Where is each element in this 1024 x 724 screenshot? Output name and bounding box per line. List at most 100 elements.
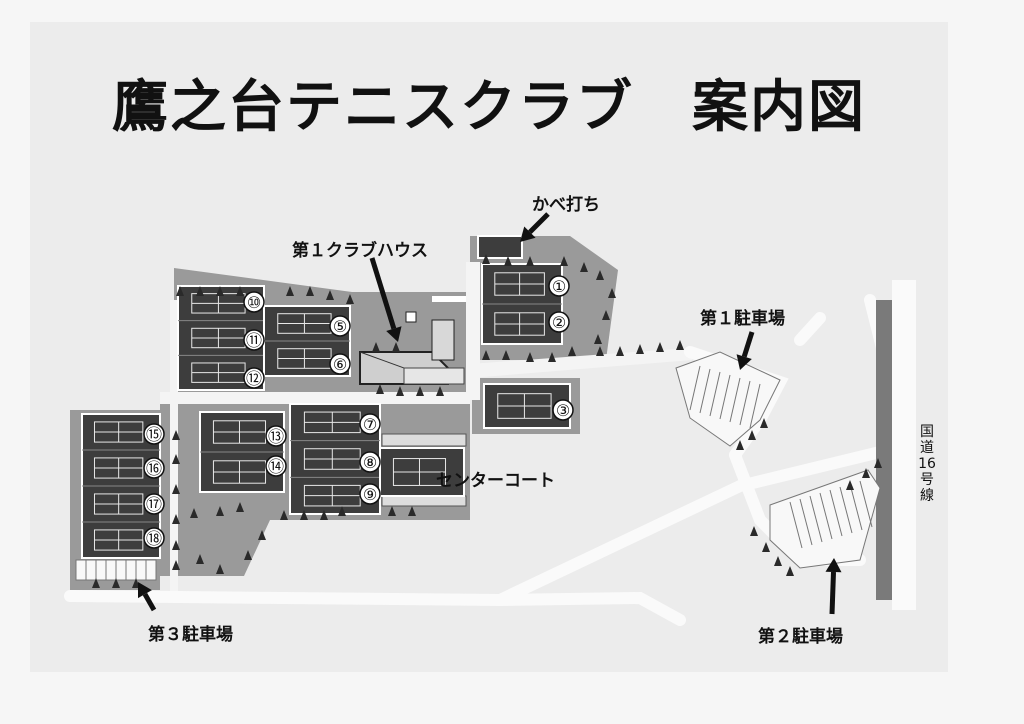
- tree-13: [580, 262, 588, 272]
- tree-48: [388, 506, 396, 516]
- court-badge-18-number: ⑱: [146, 529, 162, 548]
- court-badge-9-circle: [359, 483, 381, 505]
- court-badge-5-number: ⑤: [333, 317, 347, 336]
- court-badge-11-circle: [243, 329, 265, 351]
- parking-1-stall-5: [729, 377, 741, 423]
- court-badge-8-circle: [359, 451, 381, 473]
- buildings: [359, 235, 523, 507]
- parking-2-stall-4: [819, 492, 833, 540]
- road-1: [64, 446, 886, 607]
- parking-2-arrow: [825, 558, 842, 615]
- court-badge-16: ⑯: [143, 457, 165, 479]
- tree-46: [320, 510, 328, 520]
- tree-50: [190, 508, 198, 518]
- parking-2-stall-1: [789, 501, 803, 549]
- parking-lot-1: [675, 351, 781, 447]
- tree-36: [172, 484, 180, 494]
- court-badge-3-circle: [552, 399, 574, 421]
- court-badge-14: ⑭: [265, 455, 287, 477]
- tree-19: [596, 346, 604, 356]
- court-badge-16-circle: [143, 457, 165, 479]
- tree-41: [216, 564, 224, 574]
- court-badge-10: ⑩: [243, 291, 265, 313]
- pointer-arrows: [138, 212, 842, 615]
- tree-51: [216, 506, 224, 516]
- tree-6: [306, 286, 314, 296]
- parking-lot-2: [769, 469, 881, 569]
- tree-56: [750, 526, 758, 536]
- tree-10: [504, 256, 512, 266]
- parking-1-stall-2: [699, 368, 711, 414]
- tree-11: [526, 256, 534, 266]
- parking-3-arrow: [138, 582, 157, 612]
- court-badge-3: ③: [552, 399, 574, 421]
- parking-2-stall-2: [799, 498, 813, 546]
- tree-16: [602, 310, 610, 320]
- court-badge-2: ②: [548, 311, 570, 333]
- tree-57: [762, 542, 770, 552]
- parking-2-stall-8: [859, 480, 873, 528]
- parking-2-arrow-head: [825, 558, 842, 573]
- court-badge-1: ①: [548, 275, 570, 297]
- tree-45: [300, 510, 308, 520]
- tree-9: [482, 254, 490, 264]
- court-badge-8-number: ⑧: [363, 453, 377, 472]
- court-badge-14-number: ⑭: [268, 457, 284, 476]
- tree-31: [396, 386, 404, 396]
- parking-3-label: 第３駐車場: [148, 625, 233, 645]
- court-badge-14-circle: [265, 455, 287, 477]
- tree-17: [594, 334, 602, 344]
- tree-60: [736, 440, 744, 450]
- tree-58: [774, 556, 782, 566]
- parking-1-stall-7: [749, 383, 761, 429]
- parking-2-stall-6: [839, 486, 853, 534]
- tree-14: [596, 270, 604, 280]
- road-4: [494, 591, 686, 626]
- court-badge-5-circle: [329, 315, 351, 337]
- tree-25: [502, 350, 510, 360]
- court-badge-17-circle: [143, 493, 165, 515]
- tree-44: [280, 510, 288, 520]
- court-badge-18-circle: [143, 527, 165, 549]
- parking-1-arrow: [736, 331, 755, 370]
- tree-1: [176, 286, 184, 296]
- tree-65: [874, 458, 882, 468]
- parking-1-arrow-head: [736, 354, 752, 370]
- tree-12: [560, 256, 568, 266]
- footpath-4: [470, 348, 692, 378]
- court-badge-2-circle: [548, 311, 570, 333]
- tree-52: [236, 502, 244, 512]
- tree-2: [196, 286, 204, 296]
- parking-3-arrow-shaft: [142, 592, 157, 612]
- courts-13-14: [199, 411, 285, 493]
- tree-24: [482, 350, 490, 360]
- parking-2-stall-3: [809, 495, 823, 543]
- tree-20: [616, 346, 624, 356]
- trees: [92, 254, 882, 588]
- tree-35: [172, 454, 180, 464]
- tree-54: [112, 578, 120, 588]
- tree-42: [244, 550, 252, 560]
- tree-40: [196, 554, 204, 564]
- court-badge-7: ⑦: [359, 413, 381, 435]
- tree-49: [408, 506, 416, 516]
- courts-1-2: [481, 263, 563, 345]
- parking-1-stall-3: [709, 371, 721, 417]
- court-badge-7-circle: [359, 413, 381, 435]
- court-badge-15: ⑮: [143, 423, 165, 445]
- tree-59: [786, 566, 794, 576]
- court-badge-9: ⑨: [359, 483, 381, 505]
- parking-3-arrow-head: [138, 582, 152, 599]
- tree-22: [656, 342, 664, 352]
- parking-2-label: 第２駐車場: [758, 627, 843, 647]
- court-badge-10-circle: [243, 291, 265, 313]
- tree-4: [236, 286, 244, 296]
- court-badge-17-number: ⑰: [146, 495, 162, 514]
- tree-3: [216, 286, 224, 296]
- wall-practice-arrow-head: [520, 226, 536, 242]
- court-badge-18: ⑱: [143, 527, 165, 549]
- tree-64: [862, 468, 870, 478]
- parking-1-arrow-shaft: [741, 331, 755, 358]
